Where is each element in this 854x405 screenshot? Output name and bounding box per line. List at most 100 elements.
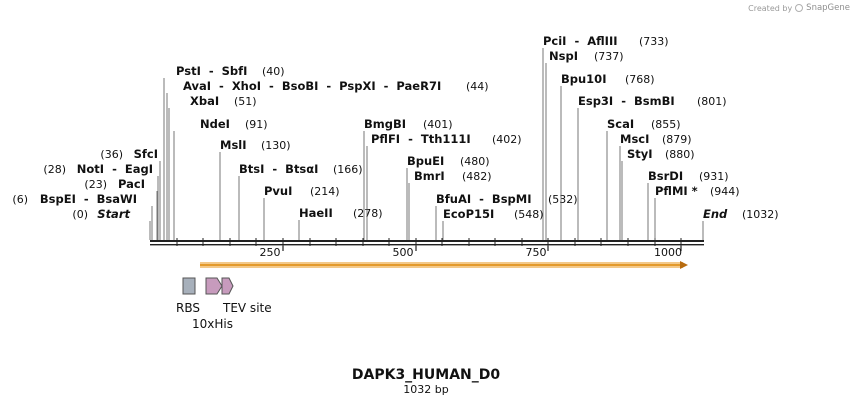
- restriction-site[interactable]: BspEI - BsaWI (6): [12, 192, 153, 240]
- restriction-site[interactable]: Esp3I - BsmBI (801): [577, 94, 727, 240]
- restriction-site[interactable]: EcoP15I (548): [442, 207, 544, 240]
- site-position-label: (0): [72, 208, 88, 221]
- credit-prefix: Created by: [748, 3, 793, 13]
- site-enzyme-label: HaeII: [299, 206, 333, 220]
- site-enzyme-label: ScaI: [607, 117, 634, 131]
- site-enzyme-label: Start: [97, 207, 130, 221]
- restriction-site[interactable]: BsrDI(931): [647, 169, 729, 240]
- restriction-site[interactable]: PflFI - Tth111I (402): [366, 132, 522, 240]
- restriction-site[interactable]: Start (0): [72, 207, 151, 240]
- construct-length: 1032 bp: [403, 383, 448, 396]
- site-position-label: (278): [353, 207, 383, 220]
- site-position-label: (40): [262, 65, 285, 78]
- restriction-site[interactable]: PflMI * (944): [654, 184, 740, 240]
- site-enzyme-label: PvuI: [264, 184, 292, 198]
- restriction-site[interactable]: BmrI (482): [408, 169, 492, 240]
- site-position-label: (944): [710, 185, 740, 198]
- site-position-label: (733): [639, 35, 669, 48]
- restriction-site[interactable]: ScaI (855): [606, 117, 681, 240]
- site-enzyme-label: BsrDI: [648, 169, 683, 183]
- site-position-label: (44): [466, 80, 489, 93]
- site-enzyme-label: MslI: [220, 138, 247, 152]
- site-position-label: (548): [514, 208, 544, 221]
- site-position-label: (480): [460, 155, 490, 168]
- restriction-site[interactable]: MslI (130): [219, 138, 291, 240]
- site-enzyme-label: Bpu10I: [561, 72, 606, 86]
- restriction-site[interactable]: BtsI - BtsαI (166): [238, 162, 363, 240]
- site-enzyme-label: BtsI - BtsαI: [239, 162, 318, 176]
- site-enzyme-label: BmrI: [414, 169, 445, 183]
- restriction-site[interactable]: NdeI (91): [173, 117, 268, 240]
- restriction-site[interactable]: PciI - AflIII(733): [542, 34, 669, 240]
- restriction-site[interactable]: Bpu10I(768): [560, 72, 655, 240]
- 10xhis-feature[interactable]: [205, 277, 223, 295]
- snapgene-logo-icon: [795, 4, 804, 12]
- site-enzyme-label: BfuAI - BspMI: [436, 192, 532, 206]
- site-enzyme-label: XbaI: [190, 94, 219, 108]
- site-position-label: (401): [423, 118, 453, 131]
- restriction-site[interactable]: PstI - SbfI (40): [163, 64, 285, 240]
- snapgene-credit: Created by SnapGene: [748, 3, 850, 13]
- restriction-site[interactable]: HaeII (278): [298, 206, 383, 240]
- feature-label-rbs: RBS: [176, 301, 200, 315]
- features: RBS 10xHis TEV site: [176, 277, 272, 331]
- site-position-label: (482): [462, 170, 492, 183]
- site-position-label: (214): [310, 185, 340, 198]
- site-position-label: (532): [548, 193, 578, 206]
- restriction-site[interactable]: BmgBI (401): [363, 117, 453, 240]
- site-position-label: (28): [43, 163, 66, 176]
- site-position-label: (801): [697, 95, 727, 108]
- site-position-label: (166): [333, 163, 363, 176]
- site-enzyme-label: NspI: [549, 49, 578, 63]
- restriction-site[interactable]: StyI (880): [621, 147, 695, 240]
- site-enzyme-label: MscI: [620, 132, 649, 146]
- ruler-tick-label: 1000: [654, 246, 682, 259]
- site-position-label: (1032): [742, 208, 779, 221]
- site-enzyme-label: BpuEI: [407, 154, 444, 168]
- restriction-site[interactable]: PacI (23): [84, 177, 158, 240]
- site-position-label: (402): [492, 133, 522, 146]
- restriction-site[interactable]: BpuEI (480): [406, 154, 490, 240]
- site-position-label: (23): [84, 178, 107, 191]
- restriction-site[interactable]: AvaI - XhoI - BsoBI - PspXI - PaeR7I(44): [166, 79, 489, 240]
- site-position-label: (51): [234, 95, 257, 108]
- ruler: 250 500 750 1000: [150, 238, 704, 259]
- restriction-site[interactable]: BfuAI - BspMI (532): [435, 192, 578, 240]
- site-enzyme-label: PstI - SbfI: [176, 64, 247, 78]
- site-enzyme-label: EcoP15I: [443, 207, 494, 221]
- site-position-label: (130): [261, 139, 291, 152]
- site-enzyme-label: NotI - EagI: [77, 162, 153, 176]
- site-enzyme-label: BspEI - BsaWI: [40, 192, 137, 206]
- restriction-sites: Start(0)BspEI - BsaWI(6)PacI(23)NotI - E…: [12, 34, 779, 240]
- site-position-label: (879): [662, 133, 692, 146]
- rbs-feature[interactable]: [182, 277, 196, 295]
- restriction-site[interactable]: MscI (879): [619, 132, 692, 240]
- ruler-tick-label: 250: [260, 246, 281, 259]
- site-position-label: (880): [665, 148, 695, 161]
- site-position-label: (6): [12, 193, 28, 206]
- site-enzyme-label: BmgBI: [364, 117, 406, 131]
- site-position-label: (855): [651, 118, 681, 131]
- orf-arrow[interactable]: [200, 261, 688, 269]
- feature-label-tev-site: TEV site: [222, 301, 272, 315]
- site-enzyme-label: PacI: [118, 177, 145, 191]
- construct-title: DAPK3_HUMAN_D0: [352, 367, 500, 383]
- restriction-site[interactable]: End(1032): [702, 207, 779, 240]
- restriction-site[interactable]: PvuI (214): [263, 184, 340, 240]
- site-enzyme-label: PflFI - Tth111I: [371, 132, 471, 146]
- restriction-site[interactable]: SfcI(36): [100, 147, 161, 240]
- site-position-label: (91): [245, 118, 268, 131]
- site-enzyme-label: StyI: [627, 147, 653, 161]
- credit-brand: SnapGene: [806, 3, 850, 13]
- feature-label-10xhis: 10xHis: [192, 317, 233, 331]
- site-enzyme-label: PflMI *: [655, 184, 698, 198]
- tev-site-feature[interactable]: [221, 277, 234, 295]
- site-enzyme-label: Esp3I - BsmBI: [578, 94, 675, 108]
- restriction-site[interactable]: XbaI (51): [168, 94, 257, 240]
- restriction-site[interactable]: NotI - EagI (28): [43, 162, 159, 240]
- ruler-tick-label: 750: [526, 246, 547, 259]
- ruler-tick-label: 500: [393, 246, 414, 259]
- site-position-label: (737): [594, 50, 624, 63]
- restriction-site[interactable]: NspI (737): [545, 49, 624, 240]
- site-enzyme-label: NdeI: [200, 117, 230, 131]
